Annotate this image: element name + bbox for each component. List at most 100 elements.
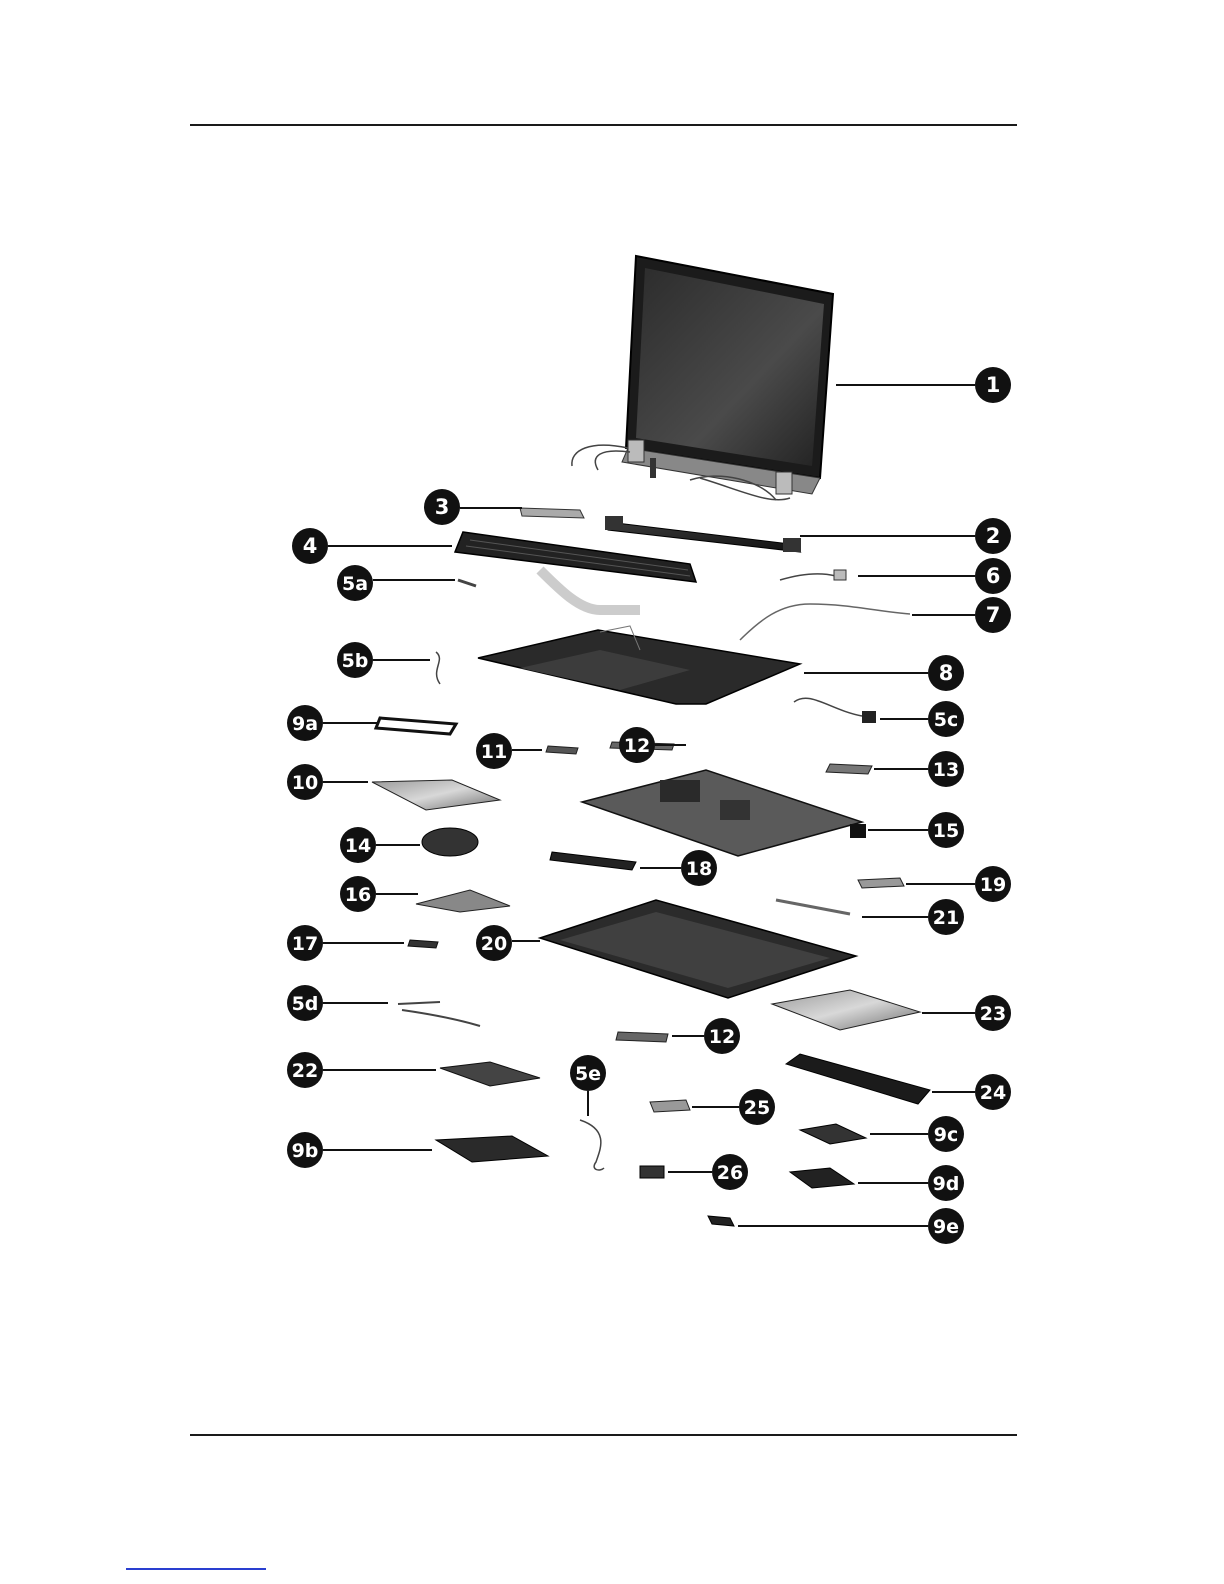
callout-label: 5e xyxy=(575,1063,601,1085)
cable-5d-drawing xyxy=(398,1002,480,1026)
callout-label: 15 xyxy=(933,820,959,842)
display-assembly-drawing xyxy=(572,256,833,500)
system-board-drawing xyxy=(582,770,866,856)
memory-12-lower-drawing xyxy=(616,1032,668,1042)
hinge-cap-right xyxy=(783,538,801,552)
callout-24: 24 xyxy=(975,1074,1011,1110)
cable-6-drawing xyxy=(780,574,836,580)
hard-drive-22-drawing xyxy=(440,1062,540,1086)
cover-9c-drawing xyxy=(800,1124,866,1144)
callout-16: 16 xyxy=(340,876,376,912)
callout-9c: 9c xyxy=(928,1116,964,1152)
callout-label: 9e xyxy=(933,1216,959,1238)
callout-22: 22 xyxy=(287,1052,323,1088)
callout-20: 20 xyxy=(476,925,512,961)
callout-label: 6 xyxy=(986,564,1001,588)
cover-9e-drawing xyxy=(708,1216,734,1226)
callout-label: 8 xyxy=(939,661,954,685)
cable-7-drawing xyxy=(740,604,910,640)
card-25-drawing xyxy=(650,1100,690,1112)
callout-label: 19 xyxy=(980,874,1006,896)
callout-9b: 9b xyxy=(287,1132,323,1168)
callout-14: 14 xyxy=(340,827,376,863)
callout-4: 4 xyxy=(292,528,328,564)
keyboard-drawing xyxy=(455,532,696,610)
callout-8: 8 xyxy=(928,655,964,691)
callout-23: 23 xyxy=(975,995,1011,1031)
callout-9d: 9d xyxy=(928,1165,964,1201)
callout-7: 7 xyxy=(975,597,1011,633)
callout-12: 12 xyxy=(704,1018,740,1054)
callout-label: 12 xyxy=(709,1026,735,1048)
cable-5a-drawing xyxy=(458,580,476,586)
callout-15: 15 xyxy=(928,812,964,848)
callout-5a: 5a xyxy=(337,565,373,601)
callout-5b: 5b xyxy=(337,642,373,678)
card-19-drawing xyxy=(858,878,904,888)
optical-drive-23-drawing xyxy=(772,990,920,1030)
hinge-cover-drawing xyxy=(608,522,800,552)
card-13-drawing xyxy=(826,764,872,774)
callout-18: 18 xyxy=(681,850,717,886)
base-enclosure-drawing xyxy=(540,900,856,998)
module-11-drawing xyxy=(546,746,578,754)
top-cover-drawing xyxy=(478,626,800,704)
callout-label: 17 xyxy=(292,933,318,955)
callout-label: 3 xyxy=(435,495,450,519)
callout-label: 24 xyxy=(980,1082,1006,1104)
callout-label: 4 xyxy=(303,534,318,558)
heat-sink-16-drawing xyxy=(416,890,510,912)
speaker-18-drawing xyxy=(550,852,636,870)
callout-9e: 9e xyxy=(928,1208,964,1244)
callout-label: 9b xyxy=(292,1140,319,1162)
callout-label: 7 xyxy=(986,603,1001,627)
cover-9d-drawing xyxy=(790,1168,854,1188)
callout-5d: 5d xyxy=(287,985,323,1021)
callout-label: 5d xyxy=(292,993,319,1015)
callout-label: 2 xyxy=(986,524,1001,548)
switch-board-drawing xyxy=(520,508,584,518)
callout-label: 16 xyxy=(345,884,371,906)
callout-17: 17 xyxy=(287,925,323,961)
bracket-9a-drawing xyxy=(376,718,456,734)
callout-19: 19 xyxy=(975,866,1011,902)
smart-card-10-drawing xyxy=(372,780,500,810)
callout-label: 9c xyxy=(934,1124,958,1146)
callout-9a: 9a xyxy=(287,705,323,741)
cover-9b-drawing xyxy=(436,1136,548,1162)
callout-13: 13 xyxy=(928,751,964,787)
callout-label: 21 xyxy=(933,907,959,929)
fan-14-drawing xyxy=(422,828,478,856)
cable-5e-drawing xyxy=(580,1120,604,1170)
callout-6: 6 xyxy=(975,558,1011,594)
callout-label: 26 xyxy=(717,1162,743,1184)
callout-5c: 5c xyxy=(928,701,964,737)
hinge-cap-left xyxy=(605,516,623,530)
module-26-drawing xyxy=(640,1166,664,1178)
cable-5c-drawing xyxy=(794,698,862,716)
callout-12: 12 xyxy=(619,727,655,763)
callout-3: 3 xyxy=(424,489,460,525)
callout-26: 26 xyxy=(712,1154,748,1190)
processor-17-drawing xyxy=(408,940,438,948)
callout-2: 2 xyxy=(975,518,1011,554)
callout-label: 1 xyxy=(986,373,1001,397)
callout-11: 11 xyxy=(476,733,512,769)
callout-label: 14 xyxy=(345,835,371,857)
callout-label: 9d xyxy=(933,1173,960,1195)
callout-label: 5c xyxy=(934,709,958,731)
callout-label: 9a xyxy=(292,713,318,735)
callout-10: 10 xyxy=(287,764,323,800)
callout-1: 1 xyxy=(975,367,1011,403)
callout-label: 25 xyxy=(744,1097,770,1119)
bracket-21-drawing xyxy=(776,900,850,914)
callout-5e: 5e xyxy=(570,1055,606,1091)
callout-label: 23 xyxy=(980,1003,1006,1025)
callout-label: 10 xyxy=(292,772,318,794)
callout-21: 21 xyxy=(928,899,964,935)
callout-label: 18 xyxy=(686,858,712,880)
connector-6 xyxy=(834,570,846,580)
connector-5c xyxy=(862,711,876,723)
